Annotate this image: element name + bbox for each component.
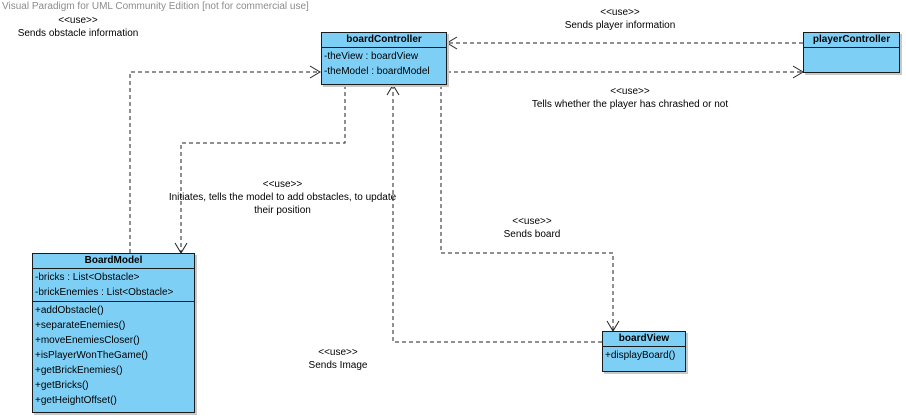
edge-initiates — [174, 85, 346, 254]
class-name: boardController — [322, 33, 446, 48]
attributes-section: -bricks : List<Obstacle> -brickEnemies :… — [33, 269, 194, 302]
stereotype: <<use>> — [512, 216, 552, 227]
class-board-view[interactable]: boardView +displayBoard() — [602, 331, 686, 372]
label-initiates: <<use>> Initiates, tells the model to ad… — [150, 178, 415, 217]
operation: +isPlayerWonTheGame() — [35, 350, 148, 361]
operation: +getHeightOffset() — [35, 395, 117, 406]
edge-obstacle-info — [129, 65, 321, 253]
operation: +moveEnemiesCloser() — [35, 335, 140, 346]
label-text: Sends Image — [308, 360, 368, 371]
attribute: -brickEnemies : List<Obstacle> — [35, 287, 174, 298]
label-text: Sends player information — [564, 20, 676, 31]
stereotype: <<use>> — [600, 7, 640, 18]
operation: +getBrickEnemies() — [35, 365, 123, 376]
edge-sends-image — [386, 84, 602, 343]
label-text: Tells whether the player has chrashed or… — [531, 99, 729, 110]
stereotype: <<use>> — [318, 347, 358, 358]
label-obstacle-info: <<use>> Sends obstacle information — [8, 14, 148, 40]
operations-section: +addObstacle() +separateEnemies() +moveE… — [33, 302, 194, 409]
attributes-section: -theView : boardView -theModel : boardMo… — [322, 48, 446, 80]
label-sends-board: <<use>> Sends board — [482, 215, 582, 241]
class-name: boardView — [603, 332, 685, 347]
label-text: Initiates, tells the model to add obstac… — [168, 192, 397, 203]
class-name: playerController — [804, 33, 899, 48]
operations-section: +displayBoard() — [603, 347, 685, 364]
label-player-info: <<use>> Sends player information — [540, 6, 700, 32]
watermark: Visual Paradigm for UML Community Editio… — [2, 1, 309, 12]
label-crashed: <<use>> Tells whether the player has chr… — [510, 85, 750, 111]
edge-crashed — [447, 65, 804, 79]
attribute: -theModel : boardModel — [324, 66, 430, 77]
stereotype: <<use>> — [262, 179, 303, 190]
attribute: -theView : boardView — [324, 51, 419, 62]
attribute: -bricks : List<Obstacle> — [35, 272, 140, 283]
class-name: BoardModel — [33, 254, 194, 269]
edge-sends-board — [440, 85, 620, 332]
class-board-controller[interactable]: boardController -theView : boardView -th… — [321, 32, 447, 85]
class-board-model[interactable]: BoardModel -bricks : List<Obstacle> -bri… — [32, 253, 195, 413]
edge-player-info — [446, 36, 803, 50]
label-sends-image: <<use>> Sends Image — [288, 346, 388, 372]
label-text: Sends obstacle information — [17, 28, 139, 39]
label-text: their position — [254, 205, 311, 216]
operation: +separateEnemies() — [35, 320, 126, 331]
class-player-controller[interactable]: playerController — [803, 32, 900, 73]
stereotype: <<use>> — [610, 86, 650, 97]
label-text: Sends board — [503, 229, 561, 240]
operation: +addObstacle() — [35, 305, 104, 316]
operation: +getBricks() — [35, 380, 89, 391]
operation: +displayBoard() — [605, 350, 676, 361]
stereotype: <<use>> — [58, 15, 98, 26]
